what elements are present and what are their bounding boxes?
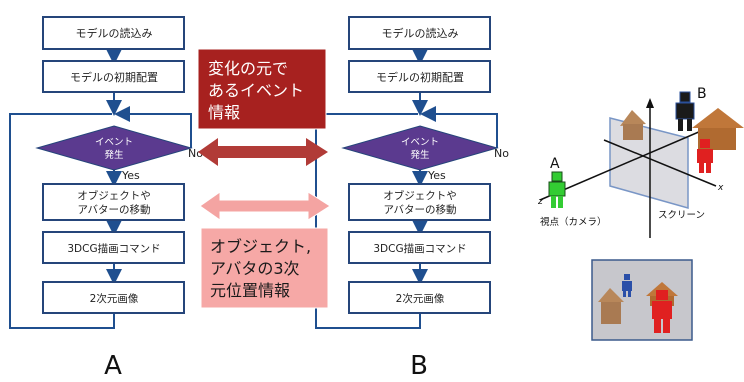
- x-axis: [603, 139, 717, 187]
- event-double-arrow: [198, 138, 328, 166]
- step-label: 3DCG描画コマンド: [67, 242, 160, 255]
- position-double-arrow: [199, 191, 331, 221]
- preview-house-left: [598, 288, 624, 324]
- axis-z-label: z: [537, 197, 543, 207]
- step-render-command: 3DCG描画コマンド: [42, 231, 185, 264]
- screen-preview: [591, 259, 693, 341]
- z-axis: [539, 127, 709, 201]
- no-label: No: [188, 147, 203, 160]
- callout-line: オブジェクト,: [210, 237, 311, 256]
- yes-label: Yes: [427, 169, 446, 182]
- step-label: モデルの初期配置: [376, 70, 464, 84]
- label-b: B: [697, 86, 707, 102]
- no-label: No: [494, 147, 509, 160]
- step-label-line2: アバターの移動: [77, 203, 150, 216]
- avatar-b: [675, 91, 695, 131]
- step-label-line1: オブジェクトや: [77, 189, 151, 202]
- preview-avatar-blue: [622, 274, 632, 297]
- decision-label-line1: イベント: [401, 137, 439, 148]
- callout-line: あるイベント: [208, 81, 304, 100]
- step-initial-placement: モデルの初期配置: [42, 60, 185, 93]
- decision-event: イベント 発生: [341, 125, 499, 171]
- caption-b: B: [410, 351, 428, 381]
- step-label-line2: アバターの移動: [383, 203, 456, 216]
- step-load-model: モデルの読込み: [348, 16, 491, 50]
- house-back: [620, 110, 646, 140]
- step-move-objects: オブジェクトや アバターの移動: [42, 183, 185, 221]
- step-label: 3DCG描画コマンド: [373, 242, 466, 255]
- callout-line: 情報: [208, 103, 240, 122]
- position-info-callout: オブジェクト, アバタの3次 元位置情報: [200, 227, 329, 309]
- flowchart-b: モデルの読込み モデルの初期配置 イベント 発生 Yes No オブジェクトや …: [315, 16, 509, 381]
- step-label: モデルの読込み: [76, 26, 153, 40]
- callout-line: アバタの3次: [210, 259, 300, 278]
- scene-3d: x z B: [537, 86, 744, 238]
- screen-label: スクリーン: [658, 210, 705, 221]
- step-2d-image: 2次元画像: [42, 281, 185, 314]
- step-render-command: 3DCG描画コマンド: [348, 231, 491, 264]
- decision-event: イベント 発生: [35, 125, 193, 171]
- decision-label-line1: イベント: [95, 137, 133, 148]
- viewpoint-label: 視点（カメラ）: [540, 216, 607, 228]
- decision-label-line2: 発生: [410, 149, 430, 161]
- projection-screen: [609, 117, 689, 209]
- decision-label-line2: 発生: [104, 149, 124, 161]
- label-a: A: [550, 156, 560, 172]
- house-right: [692, 108, 744, 150]
- step-2d-image: 2次元画像: [348, 281, 491, 314]
- event-info-callout: 変化の元で あるイベント 情報: [197, 48, 327, 130]
- flowchart-a: モデルの読込み モデルの初期配置 イベント 発生 Yes No オブジェクトや …: [9, 16, 203, 381]
- step-label: 2次元画像: [90, 292, 139, 305]
- yes-label: Yes: [121, 169, 140, 182]
- step-label: 2次元画像: [396, 292, 445, 305]
- step-label-line1: オブジェクトや: [383, 189, 457, 202]
- step-load-model: モデルの読込み: [42, 16, 185, 50]
- caption-a: A: [104, 351, 122, 381]
- step-move-objects: オブジェクトや アバターの移動: [348, 183, 491, 221]
- avatar-red: [697, 139, 713, 173]
- callout-line: 元位置情報: [210, 281, 290, 300]
- axis-x-label: x: [717, 183, 724, 193]
- preview-avatar-red: [652, 290, 672, 333]
- callout-line: 変化の元で: [208, 59, 288, 78]
- step-initial-placement: モデルの初期配置: [348, 60, 491, 93]
- step-label: モデルの初期配置: [70, 70, 158, 84]
- avatar-a: [548, 171, 566, 208]
- step-label: モデルの読込み: [382, 26, 459, 40]
